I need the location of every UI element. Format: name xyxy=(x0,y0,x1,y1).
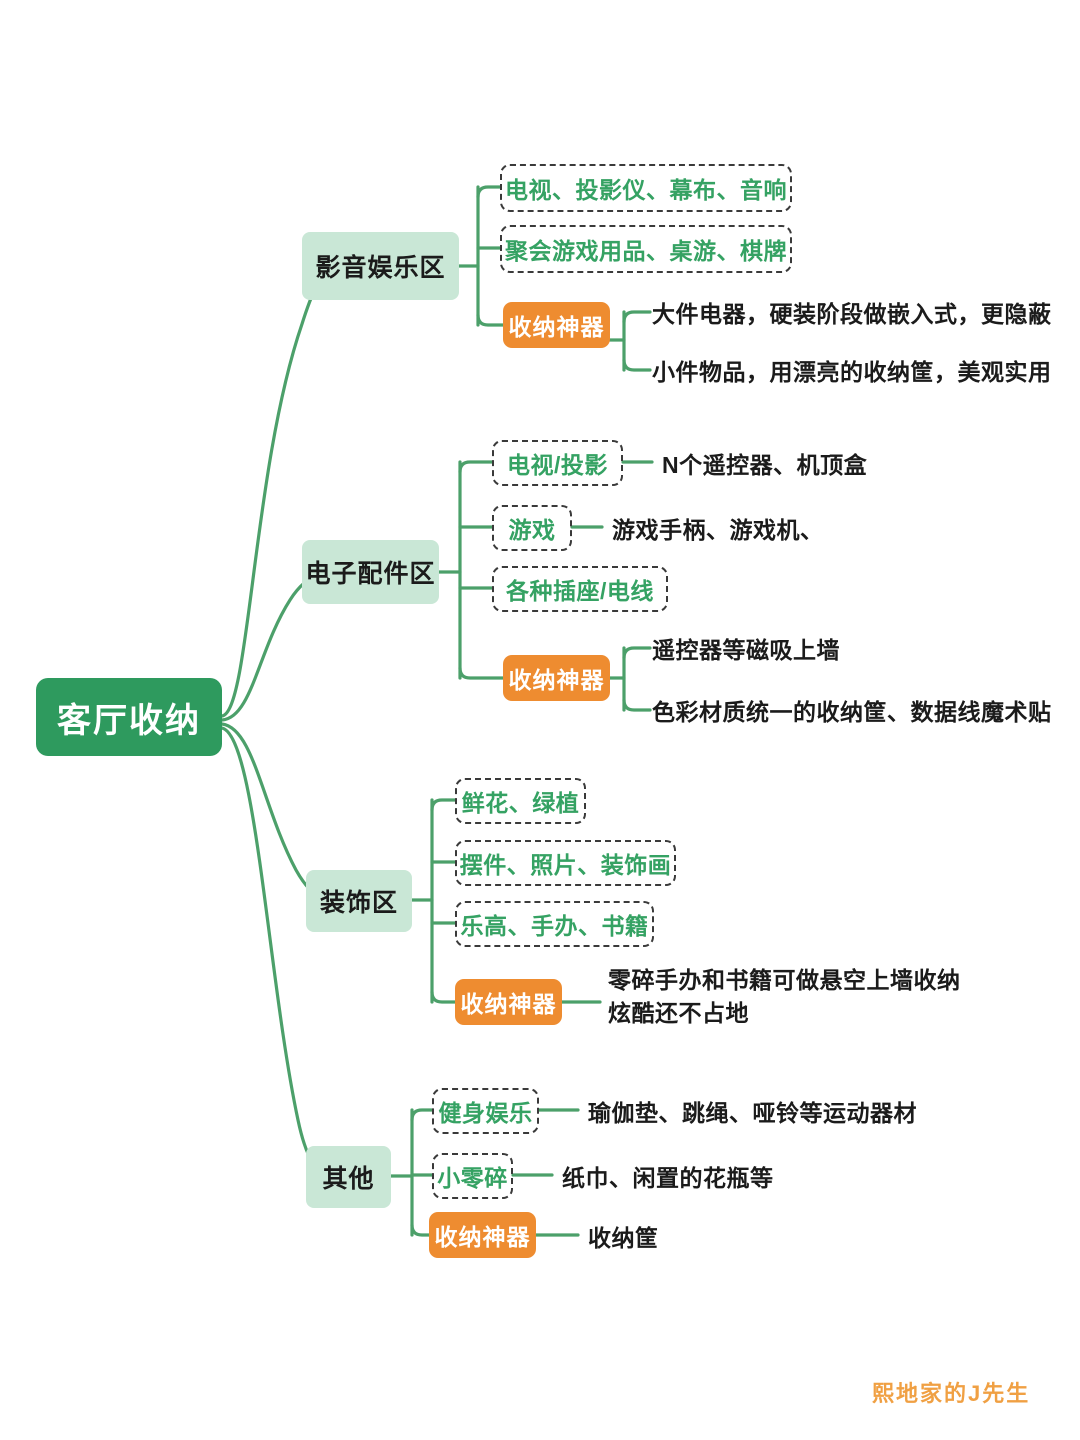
leaf-label: 遥控器等磁吸上墙 xyxy=(652,637,840,663)
branch-node-装饰区[interactable]: 装饰区 xyxy=(306,870,412,932)
link-b2-item-1 xyxy=(458,460,494,474)
topic-label: 电视/投影 xyxy=(507,452,608,478)
link-b1-sub-2 xyxy=(622,358,652,372)
topic-node-dashed[interactable]: 游戏 xyxy=(492,505,572,551)
root-label: 客厅收纳 xyxy=(57,701,201,740)
link-b3-item-4 xyxy=(430,990,457,1004)
link-b1-item-3 xyxy=(476,313,505,327)
topic-label: 收纳神器 xyxy=(460,991,557,1017)
link-root-branch-1 xyxy=(220,264,332,718)
topic-node-dashed[interactable]: 各种插座/电线 xyxy=(492,566,668,612)
leaf-label: 色彩材质统一的收纳筐、数据线魔术贴 xyxy=(652,699,1052,725)
topic-node-dashed[interactable]: 小零碎 xyxy=(432,1153,513,1199)
leaf-label: 游戏手柄、游戏机、 xyxy=(612,517,824,543)
topic-label: 各种插座/电线 xyxy=(506,578,654,604)
topic-label: 鲜花、绿植 xyxy=(461,790,580,816)
link-b2-item-4 xyxy=(458,666,505,680)
topic-label: 乐高、手办、书籍 xyxy=(460,913,649,939)
topic-label: 小零碎 xyxy=(437,1165,508,1191)
branch-label: 其他 xyxy=(322,1165,375,1193)
topic-label: 游戏 xyxy=(508,517,556,543)
leaf-text: 小件物品，用漂亮的收纳筐，美观实用 xyxy=(652,350,1052,390)
link-b1-item-1 xyxy=(476,185,502,199)
leaf-text: 纸巾、闲置的花瓶等 xyxy=(562,1156,922,1196)
leaf-label: 零碎手办和书籍可做悬空上墙收纳炫酷还不占地 xyxy=(608,967,961,1026)
leaf-label: 大件电器，硬装阶段做嵌入式，更隐蔽 xyxy=(652,301,1052,327)
leaf-text: 大件电器，硬装阶段做嵌入式，更隐蔽 xyxy=(652,292,1052,332)
leaf-text: N个遥控器、机顶盒 xyxy=(662,443,1022,483)
branch-label: 电子配件区 xyxy=(305,560,436,588)
topic-label: 健身娱乐 xyxy=(438,1100,533,1126)
link-b4-item-1 xyxy=(410,1108,434,1122)
watermark-text: 熙地家的J先生 xyxy=(872,1376,1030,1408)
leaf-label: 小件物品，用漂亮的收纳筐，美观实用 xyxy=(652,359,1052,385)
topic-node-storage-tool[interactable]: 收纳神器 xyxy=(429,1212,536,1258)
topic-node-storage-tool[interactable]: 收纳神器 xyxy=(503,302,610,348)
leaf-label: 瑜伽垫、跳绳、哑铃等运动器材 xyxy=(588,1100,917,1126)
leaf-text: 零碎手办和书籍可做悬空上墙收纳炫酷还不占地 xyxy=(608,964,1028,1044)
leaf-label: N个遥控器、机顶盒 xyxy=(662,452,868,478)
root-node[interactable]: 客厅收纳 xyxy=(36,678,222,756)
watermark-label: 熙地家的J先生 xyxy=(872,1381,1031,1406)
leaf-label: 收纳筐 xyxy=(588,1225,659,1251)
topic-node-storage-tool[interactable]: 收纳神器 xyxy=(503,655,610,701)
link-b1-sub-1 xyxy=(622,310,652,324)
topic-label: 收纳神器 xyxy=(434,1224,531,1250)
topic-node-dashed[interactable]: 鲜花、绿植 xyxy=(455,778,586,824)
topic-label: 收纳神器 xyxy=(508,667,605,693)
topic-node-dashed[interactable]: 电视、投影仪、幕布、音响 xyxy=(500,164,792,212)
topic-node-dashed[interactable]: 健身娱乐 xyxy=(432,1088,539,1134)
branch-label: 装饰区 xyxy=(319,889,398,917)
topic-node-dashed[interactable]: 乐高、手办、书籍 xyxy=(455,901,654,947)
branch-node-影音娱乐区[interactable]: 影音娱乐区 xyxy=(302,232,459,300)
link-b2-sub-2 xyxy=(622,698,652,712)
topic-label: 电视、投影仪、幕布、音响 xyxy=(505,177,787,203)
leaf-text: 遥控器等磁吸上墙 xyxy=(652,628,1072,668)
branch-node-其他[interactable]: 其他 xyxy=(306,1146,391,1208)
topic-node-storage-tool[interactable]: 收纳神器 xyxy=(455,979,562,1025)
branch-node-电子配件区[interactable]: 电子配件区 xyxy=(302,540,439,604)
topic-label: 聚会游戏用品、桌游、棋牌 xyxy=(505,238,787,264)
topic-label: 摆件、照片、装饰画 xyxy=(459,852,672,878)
leaf-text: 瑜伽垫、跳绳、哑铃等运动器材 xyxy=(588,1091,988,1131)
topic-node-dashed[interactable]: 电视/投影 xyxy=(492,440,623,486)
link-b2-sub-1 xyxy=(622,646,652,660)
leaf-text: 收纳筐 xyxy=(588,1216,848,1256)
link-root-branch-4 xyxy=(220,726,328,1178)
topic-label: 收纳神器 xyxy=(508,314,605,340)
link-b3-item-1 xyxy=(430,798,457,812)
topic-node-dashed[interactable]: 聚会游戏用品、桌游、棋牌 xyxy=(500,225,792,273)
leaf-text: 游戏手柄、游戏机、 xyxy=(612,508,972,548)
branch-label: 影音娱乐区 xyxy=(315,254,446,282)
topic-node-dashed[interactable]: 摆件、照片、装饰画 xyxy=(455,840,676,886)
leaf-text: 色彩材质统一的收纳筐、数据线魔术贴 xyxy=(652,690,1072,730)
leaf-label: 纸巾、闲置的花瓶等 xyxy=(562,1165,774,1191)
